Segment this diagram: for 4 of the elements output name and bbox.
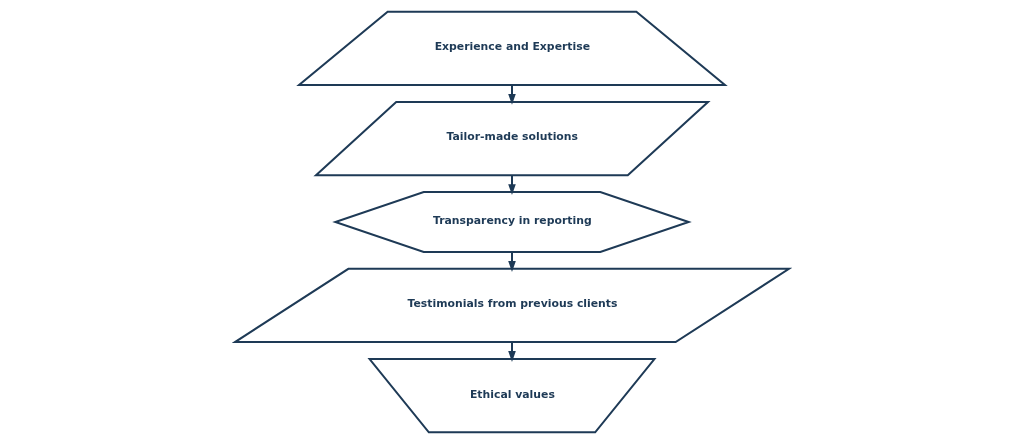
arrow: [508, 341, 516, 362]
arrow: [508, 84, 516, 105]
arrow: [508, 174, 516, 195]
arrow: [508, 251, 516, 272]
